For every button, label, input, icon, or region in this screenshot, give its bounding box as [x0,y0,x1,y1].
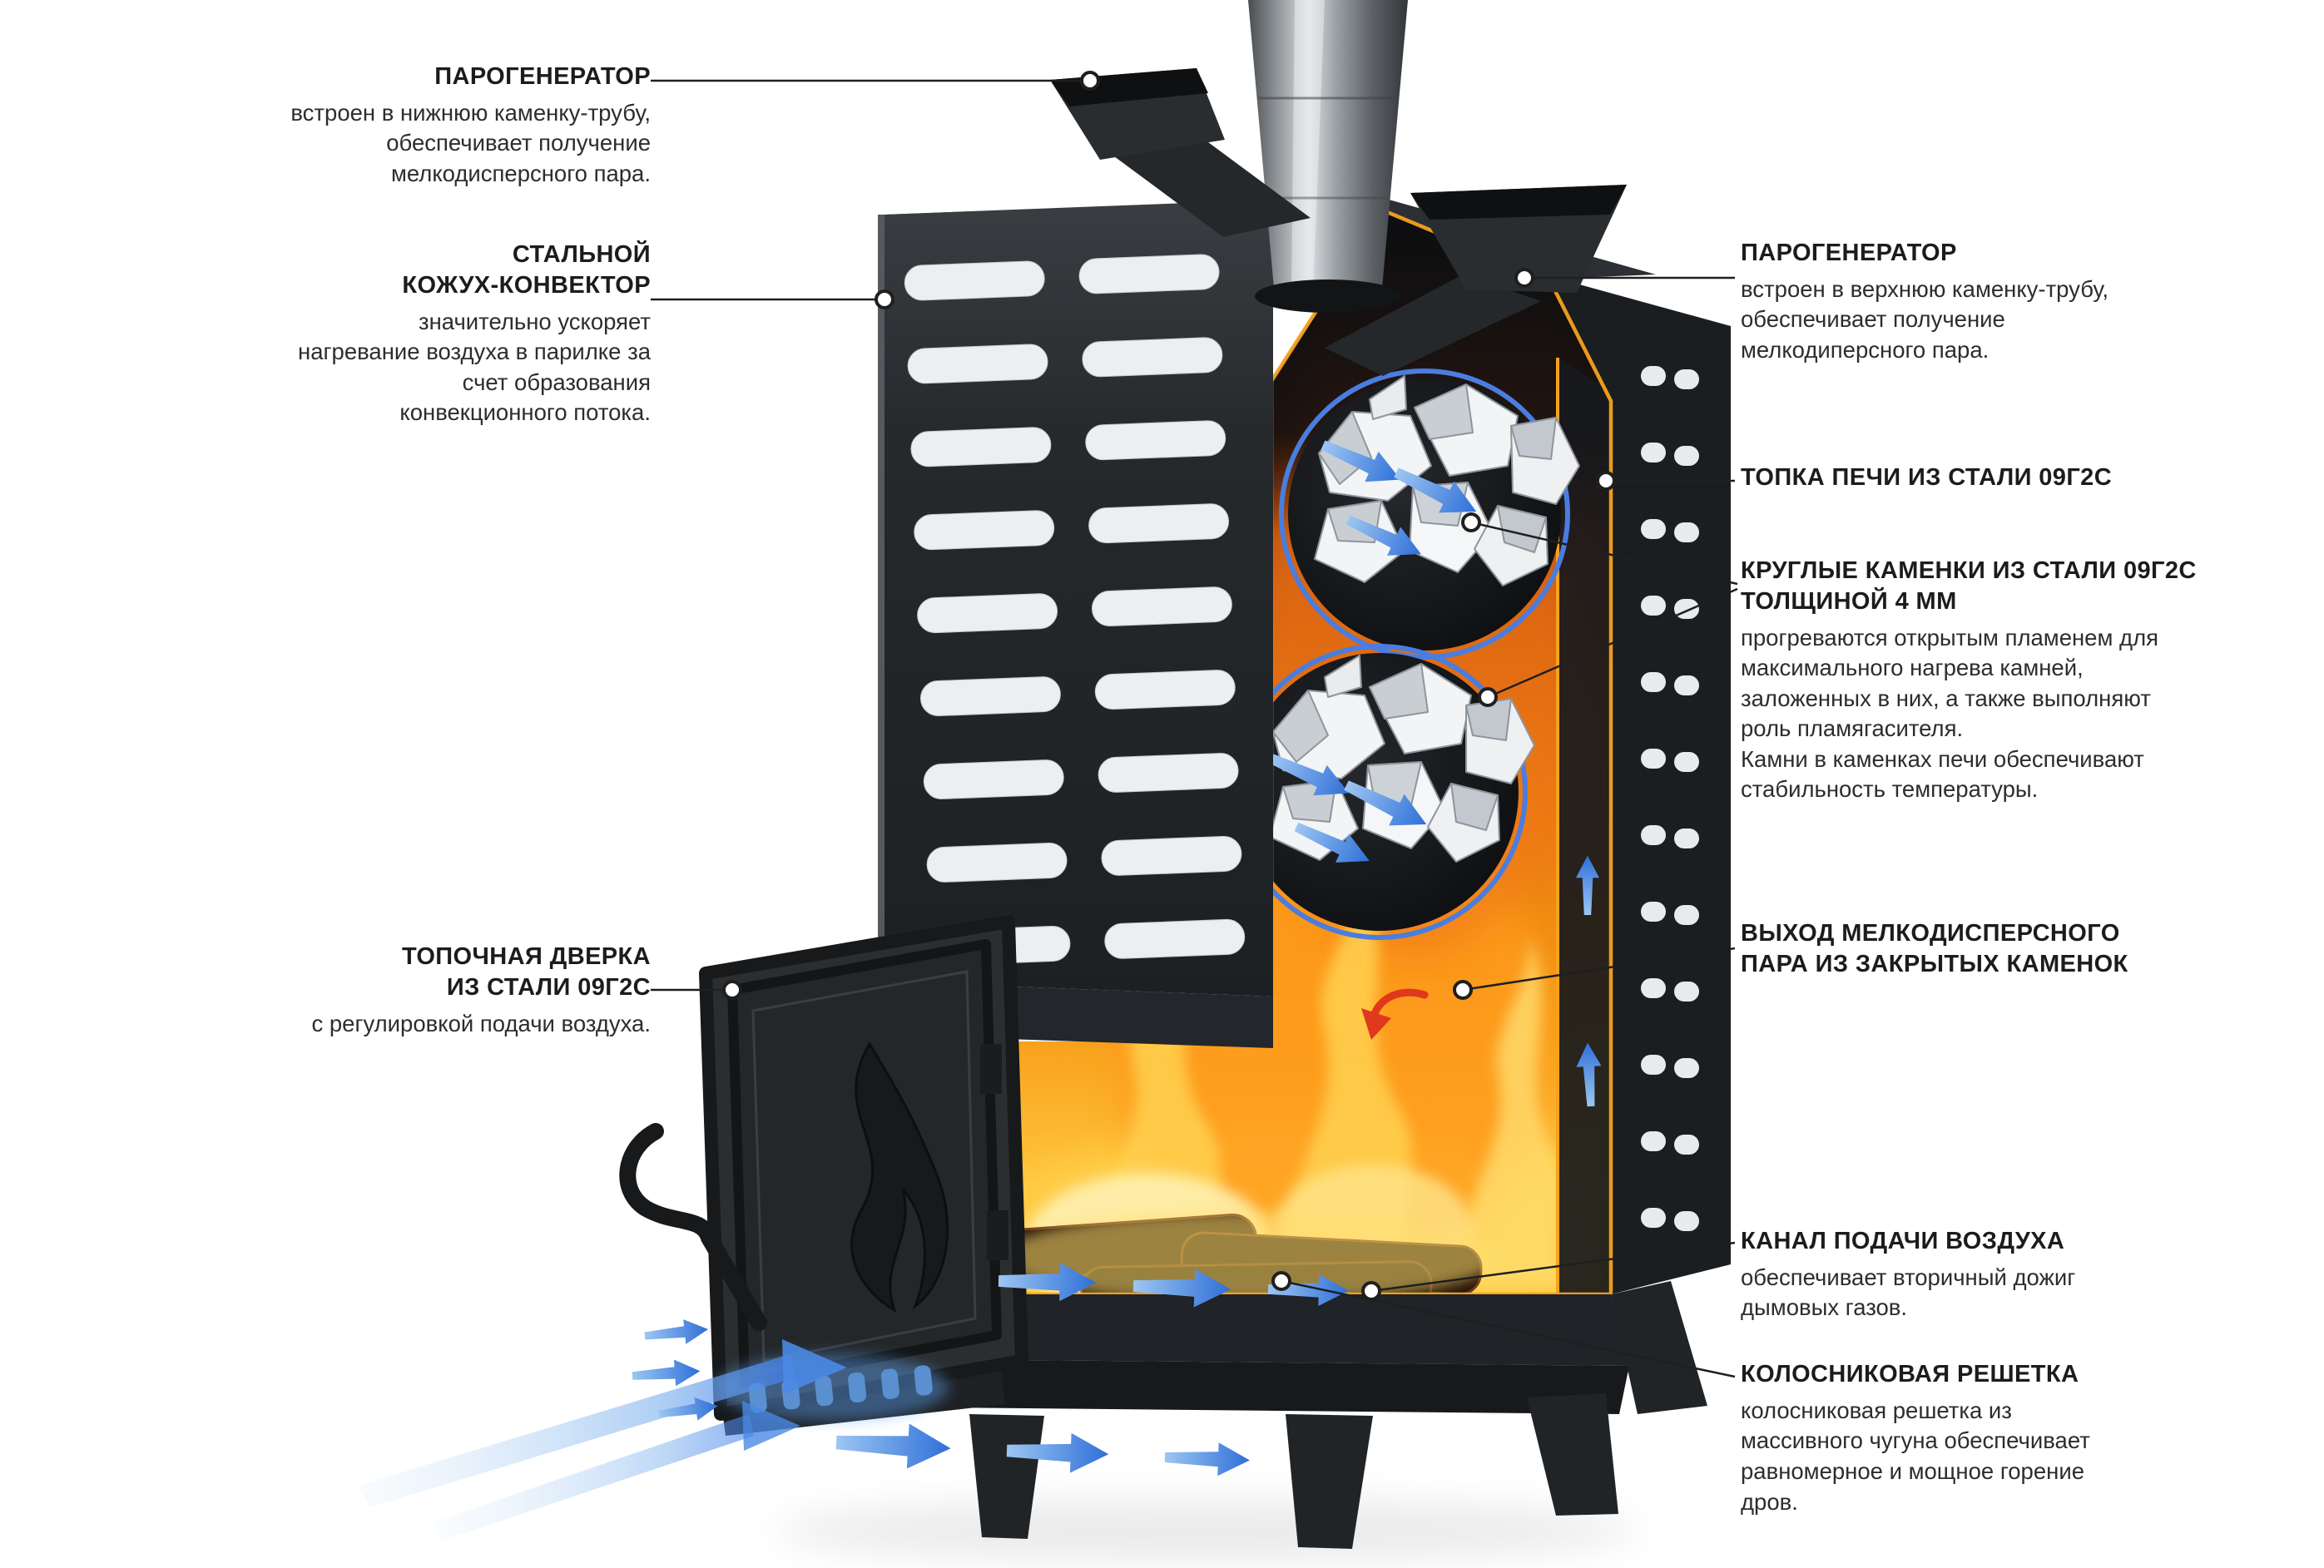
door-flame-emblem [850,1041,949,1313]
label-grate: КОЛОСНИКОВАЯ РЕШЕТКА колосниковая решетк… [1741,1359,2290,1517]
label-body: обеспечивает вторичный дожиг дымовых газ… [1741,1264,2076,1321]
steam-funnel-left [1050,68,1311,237]
firebox-door [619,915,1028,1421]
leader-dot [1271,1271,1291,1291]
label-body: встроен в нижнюю каменку-трубу, обеспечи… [290,99,651,186]
label-furnace-steel: ТОПКА ПЕЧИ ИЗ СТАЛИ 09Г2С [1741,462,2290,493]
convector-panel [878,200,1273,1294]
label-steam-generator-upper: ПАРОГЕНЕРАТОР встроен в верхнюю каменку-… [1741,238,2290,366]
kamenka-upper-stones [1314,375,1580,586]
convector-slots [904,254,1246,966]
side-panel-slots [1641,366,1699,1231]
ground-shadow [774,1499,1639,1562]
logs [980,1212,1498,1294]
leader-dot [722,980,742,1000]
label-title: КРУГЛЫЕ КАМЕНКИ ИЗ СТАЛИ 09Г2С ТОЛЩИНОЙ … [1741,557,2197,615]
leader-dot [1596,471,1616,491]
leader-dot [1361,1281,1381,1301]
leader-dot [875,289,894,309]
label-body: колосниковая решетка из массивного чугун… [1741,1397,2090,1515]
label-body: значительно ускоряет нагревание воздуха … [298,308,651,426]
steam-funnel-right [1325,185,1627,376]
leader-dot [1080,71,1100,91]
kamenka-lower [1231,644,1535,940]
label-title: ТОПКА ПЕЧИ ИЗ СТАЛИ 09Г2С [1741,464,2113,491]
leader-lines [651,79,1738,1378]
label-round-kamenki: КРУГЛЫЕ КАМЕНКИ ИЗ СТАЛИ 09Г2С ТОЛЩИНОЙ … [1741,556,2307,805]
door-handle [619,1123,767,1331]
chimney-pipe [1248,0,1408,313]
label-title: КАНАЛ ПОДАЧИ ВОЗДУХА [1741,1228,2065,1254]
leader-dot [1461,512,1481,532]
label-air-channel: КАНАЛ ПОДАЧИ ВОЗДУХА обеспечивает вторич… [1741,1226,2290,1323]
leader-dot [1453,980,1473,1000]
label-title: ПАРОГЕНЕРАТОР [1741,240,1957,266]
door-hinge [987,1210,1008,1260]
red-swirl-arrow [1361,988,1429,1040]
door-hinge [980,1044,1002,1094]
label-title: КОЛОСНИКОВАЯ РЕШЕТКА [1741,1361,2079,1387]
label-title: СТАЛЬНОЙ КОЖУХ-КОНВЕКТОР [402,241,651,299]
leader-dots [722,71,1616,1301]
kamenka-upper [1279,369,1580,660]
leader-dot [1514,268,1534,288]
label-body: прогреваются открытым пламенем для макси… [1741,624,2159,803]
label-steam-outlet: ВЫХОД МЕЛКОДИСПЕРСНОГО ПАРА ИЗ ЗАКРЫТЫХ … [1741,918,2290,980]
legs [969,1281,1707,1549]
label-body: с регулировкой подачи воздуха. [311,1010,651,1036]
label-firebox-door: ТОПОЧНАЯ ДВЕРКА ИЗ СТАЛИ 09Г2С с регулир… [126,942,651,1039]
label-body: встроен в верхнюю каменку-трубу, обеспеч… [1741,275,2109,363]
label-steel-convector: СТАЛЬНОЙ КОЖУХ-КОНВЕКТОР значительно уск… [126,240,651,428]
label-steam-generator-lower: ПАРОГЕНЕРАТОР встроен в нижнюю каменку-т… [126,62,651,190]
air-flow-arrows [358,1262,1350,1541]
label-title: ВЫХОД МЕЛКОДИСПЕРСНОГО ПАРА ИЗ ЗАКРЫТЫХ … [1741,920,2128,977]
label-title: ТОПОЧНАЯ ДВЕРКА ИЗ СТАЛИ 09Г2С [401,943,651,1001]
label-title: ПАРОГЕНЕРАТОР [434,63,651,90]
leader-dot [1478,687,1498,707]
